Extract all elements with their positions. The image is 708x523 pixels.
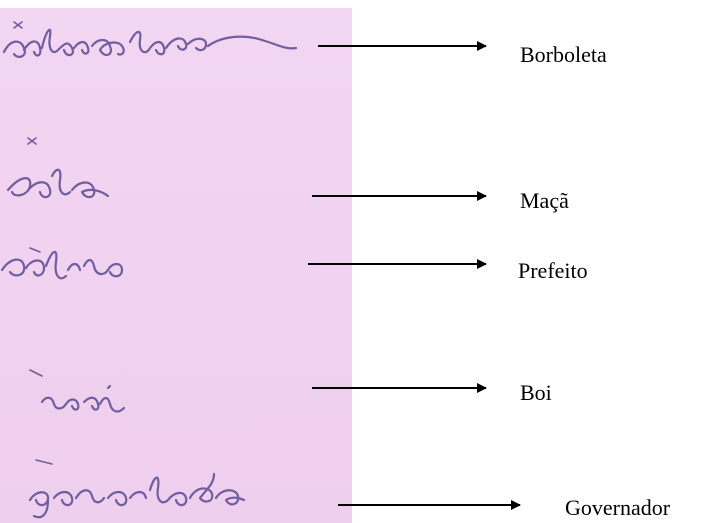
word-label-maca: Maçã: [520, 188, 569, 213]
word-label-prefeito: Prefeito: [518, 258, 588, 283]
handwritten-word-3: [0, 250, 124, 280]
word-label-boi: Boi: [520, 380, 552, 405]
word-label-governador: Governador: [565, 495, 671, 520]
handwritten-words: [0, 21, 298, 519]
word-label-borboleta: Borboleta: [520, 42, 607, 67]
handwritten-word-1: [2, 28, 298, 58]
handwritten-paper-scan: [0, 8, 352, 523]
handwritten-word-5: [28, 472, 246, 519]
handwritten-word-4: [40, 384, 126, 413]
handwritten-word-2: [6, 168, 110, 199]
